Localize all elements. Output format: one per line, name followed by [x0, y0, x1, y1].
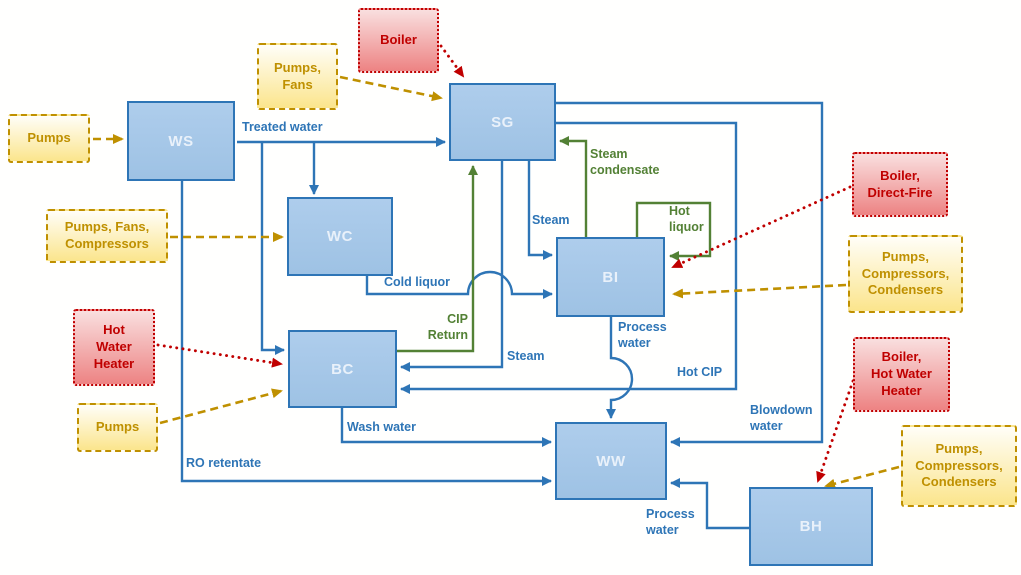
process-node-bi: BI — [556, 237, 665, 317]
flow-label-steam-condensate: Steam condensate — [590, 147, 660, 177]
flow-label-blowdown-water: Blowdown water — [750, 403, 813, 433]
line-steam-condensate-bi-to-sg — [559, 136, 588, 237]
line-treated-water-branch-to-bc — [260, 142, 285, 355]
equipment-pumps-bc: Pumps — [77, 403, 158, 452]
line-steam-sg-to-bi — [527, 161, 553, 260]
process-node-bh: BH — [749, 487, 873, 566]
flow-label-cip-return: CIP Return — [427, 312, 468, 342]
arrow-pumps-compressors-condensers-to-bh — [824, 465, 900, 489]
line-ro-retentate-ws-to-ww — [180, 181, 552, 486]
flow-label-cold-liquor: Cold liquor — [384, 275, 450, 289]
line-cold-liquor-wc-to-bi — [365, 270, 553, 299]
flow-label-ro-retentate: RO retentate — [186, 456, 262, 470]
equipment-boiler-hot-water-heater-bh: Boiler, Hot Water Heater — [853, 337, 950, 412]
process-node-wc: WC — [287, 197, 393, 276]
arrow-boiler-hot-water-heater-to-bh — [816, 379, 855, 483]
equipment-hot-water-heater-bc: Hot Water Heater — [73, 309, 155, 386]
flow-label-process-water-bh: Process water — [646, 507, 695, 537]
equipment-pumps-fans-compressors-wc: Pumps, Fans, Compressors — [46, 209, 168, 263]
equipment-pumps-fans-sg: Pumps, Fans — [257, 43, 338, 110]
line-wash-water-bc-to-ww — [340, 408, 552, 447]
arrow-boiler-direct-fire-to-bi — [671, 185, 852, 269]
flow-label-hot-liquor: Hot liquor — [669, 204, 704, 234]
arrow-boiler-to-sg — [439, 44, 465, 78]
flow-label-process-water-bi: Process water — [618, 320, 667, 350]
equipment-pumps-compressors-condensers-bh: Pumps, Compressors, Condensers — [901, 425, 1017, 507]
process-node-sg: SG — [449, 83, 556, 161]
flow-label-steam-to-bc: Steam — [507, 349, 545, 363]
equipment-pumps-compressors-condensers-bi: Pumps, Compressors, Condensers — [848, 235, 963, 313]
flow-label-treated-water: Treated water — [242, 120, 323, 134]
arrow-pumps-to-bc — [159, 388, 283, 425]
line-hot-liquor-bi-loop — [635, 201, 712, 261]
line-blowdown-water-sg-to-ww — [556, 101, 824, 447]
process-node-ws: WS — [127, 101, 235, 181]
line-cip-return-bc-to-sg — [396, 165, 478, 353]
process-node-ww: WW — [555, 422, 667, 500]
arrow-pumps-compressors-condensers-to-bi — [672, 283, 847, 299]
line-steam-sg-to-bc — [400, 161, 504, 372]
equipment-pumps-ws: Pumps — [8, 114, 90, 163]
equipment-boiler-sg: Boiler — [358, 8, 439, 73]
process-node-bc: BC — [288, 330, 397, 408]
line-process-water-bi-to-ww — [606, 317, 634, 419]
flow-label-steam-to-bi: Steam — [532, 213, 570, 227]
line-process-water-bh-to-ww — [670, 478, 749, 530]
line-hot-cip-sg-to-bc — [400, 121, 738, 394]
flow-label-hot-cip: Hot CIP — [677, 365, 723, 379]
arrow-hot-water-heater-to-bc — [156, 343, 283, 368]
equipment-boiler-direct-fire-bi: Boiler, Direct-Fire — [852, 152, 948, 217]
flow-label-wash-water: Wash water — [347, 420, 417, 434]
arrow-pumps-fans-to-sg — [339, 75, 443, 102]
